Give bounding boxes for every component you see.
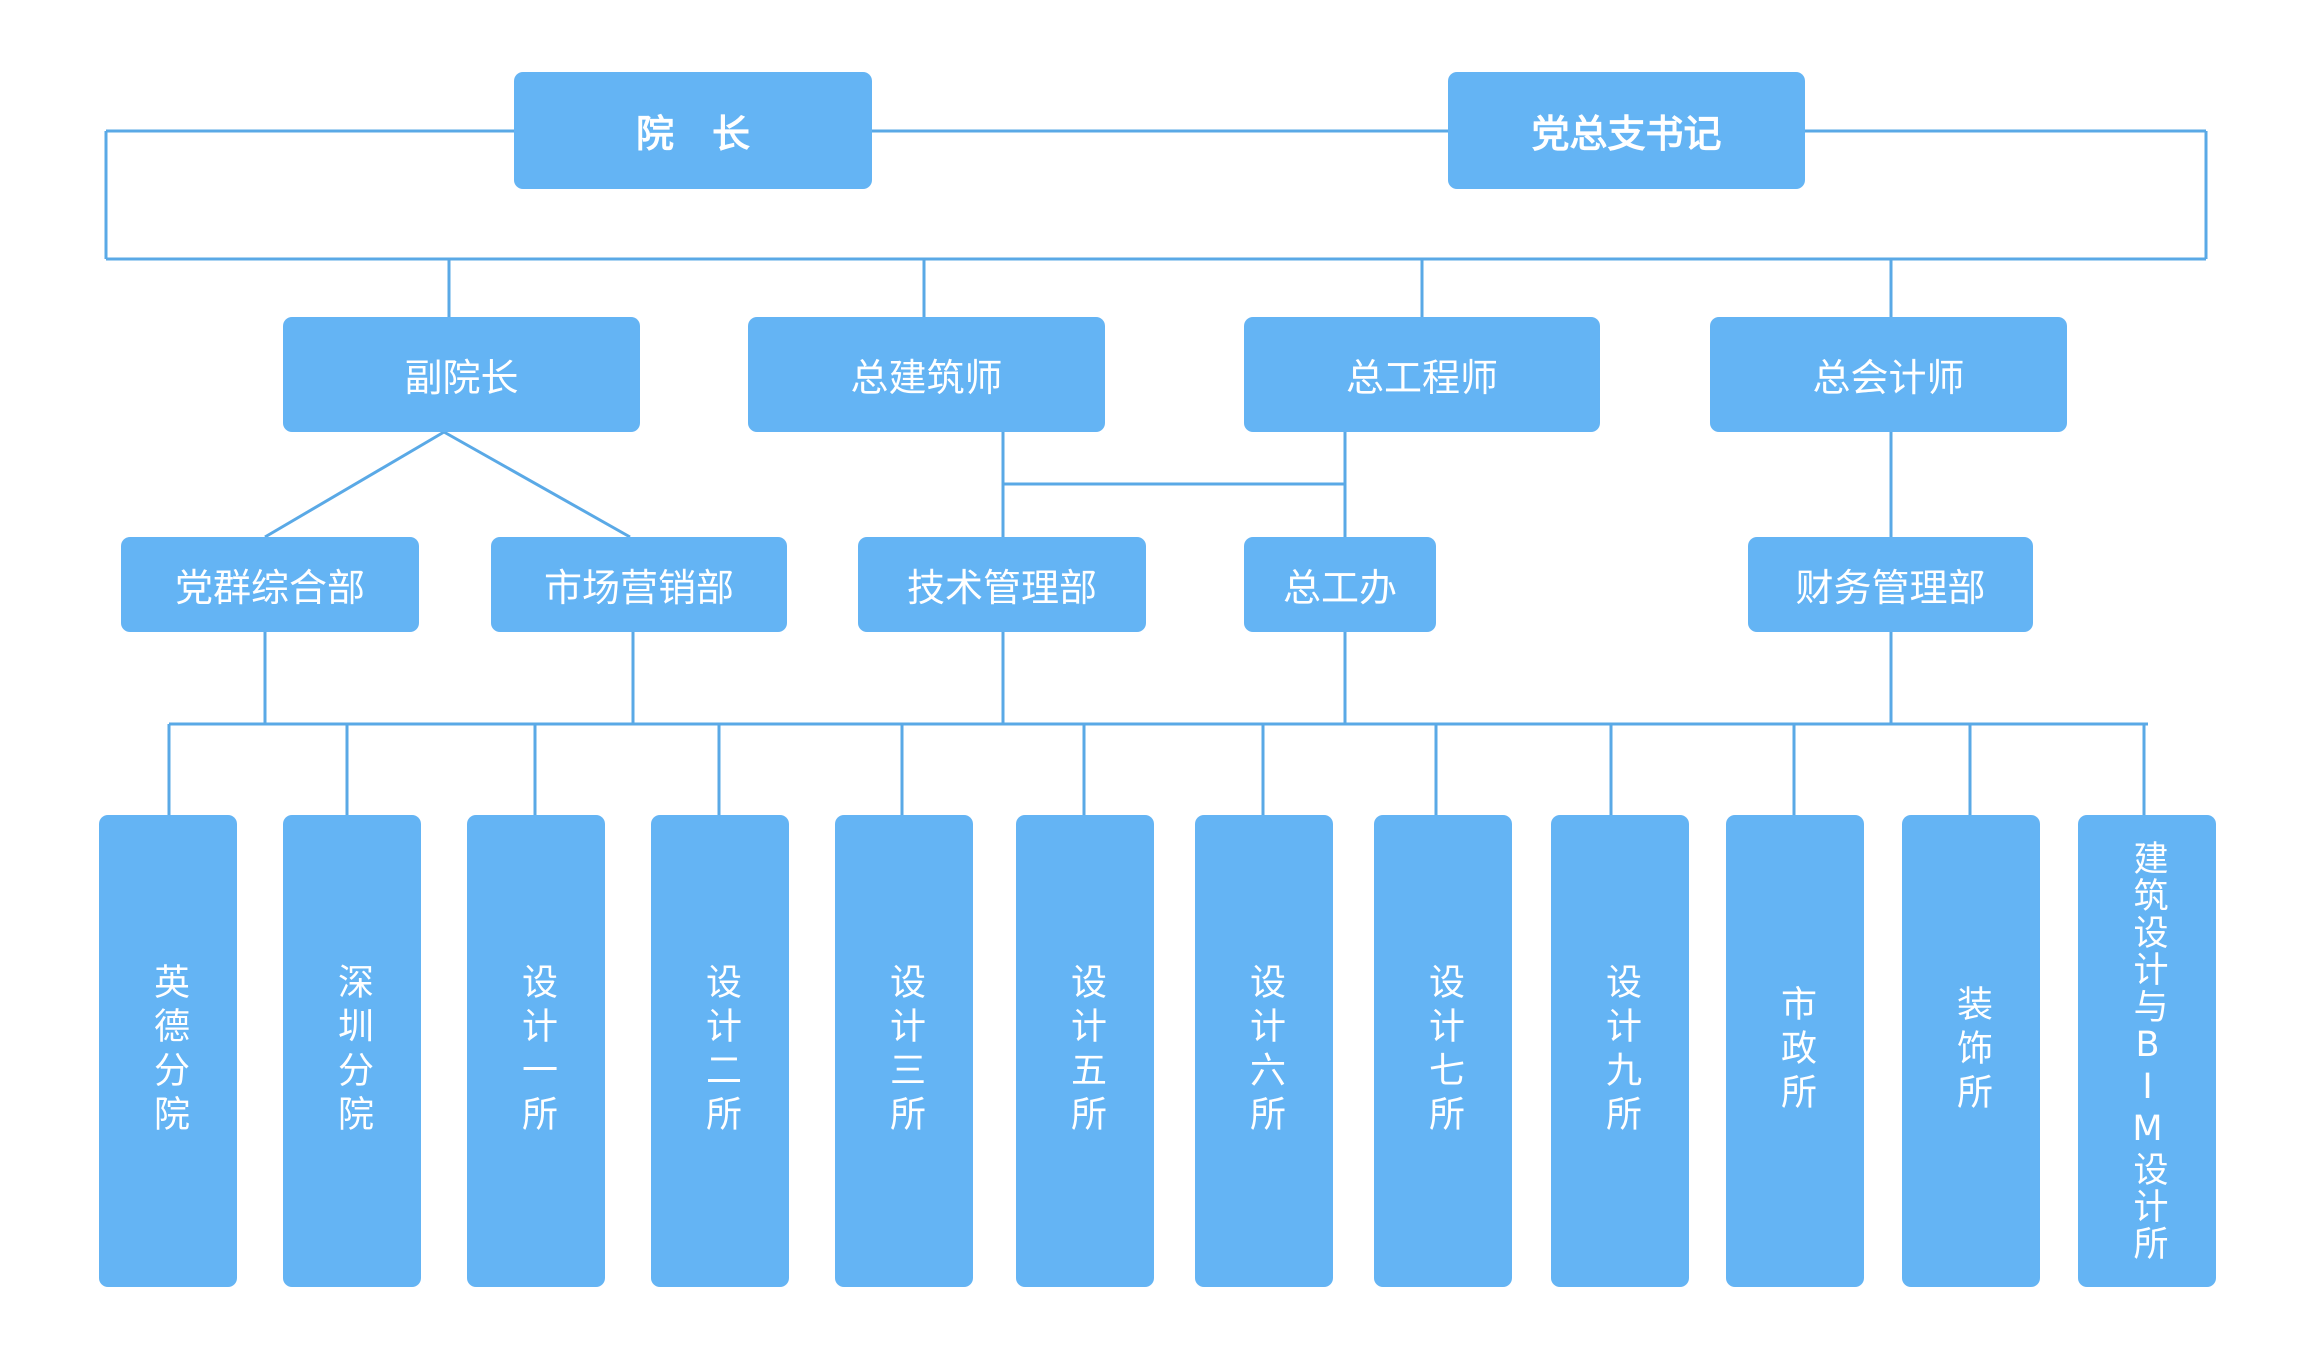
unit-label: 设计三所 — [884, 963, 925, 1139]
unit-label: 设计一所 — [516, 963, 557, 1139]
unit-box-design-6: 设计六所 — [1195, 815, 1333, 1287]
party-affairs-dept-box: 党群综合部 — [121, 537, 419, 632]
chief-engineer-office-box: 总工办 — [1244, 537, 1436, 632]
party-secretary-label: 党总支书记 — [1531, 112, 1722, 156]
unit-label: 建筑设计与BIM设计所 — [2127, 840, 2168, 1262]
unit-label: 市政所 — [1775, 985, 1816, 1117]
chief-engineer-office-label: 总工办 — [1282, 566, 1397, 610]
unit-label: 设计七所 — [1423, 963, 1464, 1139]
unit-box-design-5: 设计五所 — [1016, 815, 1154, 1287]
finance-dept-box: 财务管理部 — [1748, 537, 2033, 632]
tech-management-dept-label: 技术管理部 — [906, 566, 1097, 610]
president-box: 院 长 — [514, 72, 872, 189]
unit-label: 设计六所 — [1244, 963, 1285, 1139]
unit-label: 设计九所 — [1600, 963, 1641, 1139]
unit-box-municipal: 市政所 — [1726, 815, 1864, 1287]
unit-box-design-3: 设计三所 — [835, 815, 973, 1287]
chief-accountant-label: 总会计师 — [1812, 356, 1965, 400]
chief-engineer-box: 总工程师 — [1244, 317, 1600, 432]
unit-label: 深圳分院 — [332, 963, 373, 1139]
unit-box-shenzhen: 深圳分院 — [283, 815, 421, 1287]
unit-box-design-7: 设计七所 — [1374, 815, 1512, 1287]
unit-label: 装饰所 — [1951, 985, 1992, 1117]
unit-label: 设计二所 — [700, 963, 741, 1139]
marketing-dept-box: 市场营销部 — [491, 537, 787, 632]
chief-engineer-label: 总工程师 — [1345, 356, 1498, 400]
unit-label: 英德分院 — [148, 963, 189, 1139]
unit-box-design-2: 设计二所 — [651, 815, 789, 1287]
president-label: 院 长 — [635, 112, 750, 156]
marketing-dept-label: 市场营销部 — [543, 566, 734, 610]
unit-box-architecture-bim: 建筑设计与BIM设计所 — [2078, 815, 2216, 1287]
unit-box-decoration: 装饰所 — [1902, 815, 2040, 1287]
vice-president-box: 副院长 — [283, 317, 640, 432]
unit-box-design-1: 设计一所 — [467, 815, 605, 1287]
finance-dept-label: 财务管理部 — [1795, 566, 1986, 610]
tech-management-dept-box: 技术管理部 — [858, 537, 1146, 632]
unit-box-design-9: 设计九所 — [1551, 815, 1689, 1287]
chief-architect-label: 总建筑师 — [850, 356, 1003, 400]
unit-label: 设计五所 — [1065, 963, 1106, 1139]
party-secretary-box: 党总支书记 — [1448, 72, 1805, 189]
chief-accountant-box: 总会计师 — [1710, 317, 2067, 432]
party-affairs-dept-label: 党群综合部 — [174, 566, 365, 610]
chief-architect-box: 总建筑师 — [748, 317, 1105, 432]
vice-president-label: 副院长 — [404, 356, 519, 400]
unit-box-yingde: 英德分院 — [99, 815, 237, 1287]
